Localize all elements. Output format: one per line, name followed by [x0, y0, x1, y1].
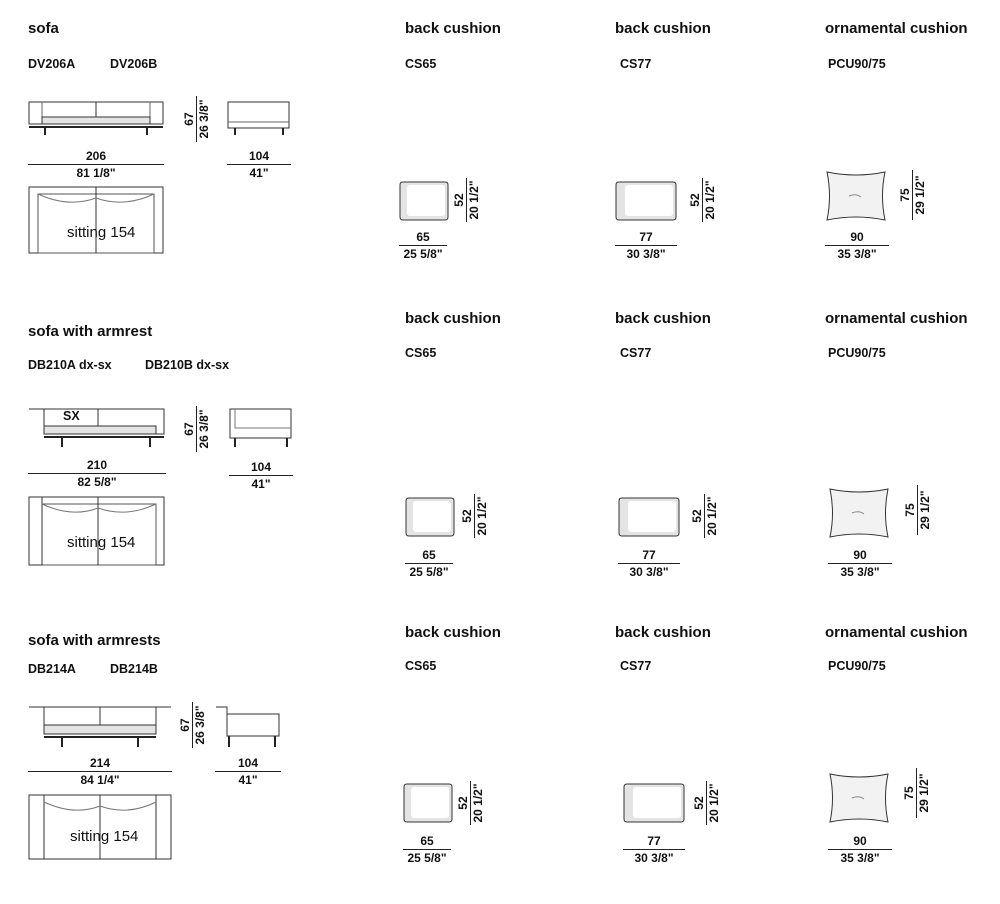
cushion-code: CS77	[620, 57, 652, 71]
cushion-code: PCU90/75	[828, 57, 886, 71]
side-badge: SX	[63, 409, 80, 423]
sofa-top-view-drawing	[28, 496, 165, 566]
sofa-top-view-drawing	[28, 186, 164, 254]
cushion-code: CS65	[405, 57, 437, 71]
sofa-side-view-drawing	[216, 706, 280, 747]
product-code-b: DB210B dx-sx	[145, 358, 230, 372]
product-code-b: DB214B	[110, 662, 158, 676]
sofa-front-view-drawing	[29, 706, 171, 747]
product-code-b: DV206B	[110, 57, 158, 71]
cushion-code: PCU90/75	[828, 346, 886, 360]
cushion-drawing	[399, 181, 449, 221]
cushion-code: CS65	[405, 659, 437, 673]
section-title: sofa	[28, 20, 59, 37]
cushion-drawing	[623, 783, 685, 823]
sofa-front-view-drawing	[28, 101, 164, 135]
cushion-title: ornamental cushion	[825, 20, 968, 37]
cushion-title: ornamental cushion	[825, 624, 968, 641]
section-title: sofa with armrests	[28, 632, 161, 649]
cushion-title: back cushion	[615, 20, 711, 37]
cushion-drawing	[829, 773, 889, 823]
product-code-a: DV206A	[28, 57, 76, 71]
sofa-front-view-drawing	[29, 408, 165, 447]
cushion-title: back cushion	[615, 310, 711, 327]
sitting-label: sitting 154	[67, 534, 136, 551]
sitting-label: sitting 154	[67, 224, 136, 241]
section-title: sofa with armrest	[28, 323, 153, 340]
cushion-code: CS65	[405, 346, 437, 360]
cushion-code: CS77	[620, 346, 652, 360]
cushion-drawing	[405, 497, 455, 537]
cushion-drawing	[826, 171, 886, 221]
cushion-title: back cushion	[405, 310, 501, 327]
product-code-a: DB214A	[28, 662, 76, 676]
cushion-code: PCU90/75	[828, 659, 886, 673]
cushion-code: CS77	[620, 659, 652, 673]
sofa-side-view-drawing	[229, 408, 292, 447]
cushion-title: back cushion	[405, 20, 501, 37]
cushion-title: back cushion	[405, 624, 501, 641]
cushion-drawing	[618, 497, 680, 537]
cushion-drawing	[615, 181, 677, 221]
cushion-title: back cushion	[615, 624, 711, 641]
cushion-drawing	[403, 783, 453, 823]
cushion-drawing	[829, 488, 889, 538]
sofa-side-view-drawing	[227, 101, 290, 135]
sitting-label: sitting 154	[70, 828, 139, 845]
product-code-a: DB210A dx-sx	[28, 358, 112, 372]
cushion-title: ornamental cushion	[825, 310, 968, 327]
sofa-top-view-drawing	[28, 794, 172, 860]
